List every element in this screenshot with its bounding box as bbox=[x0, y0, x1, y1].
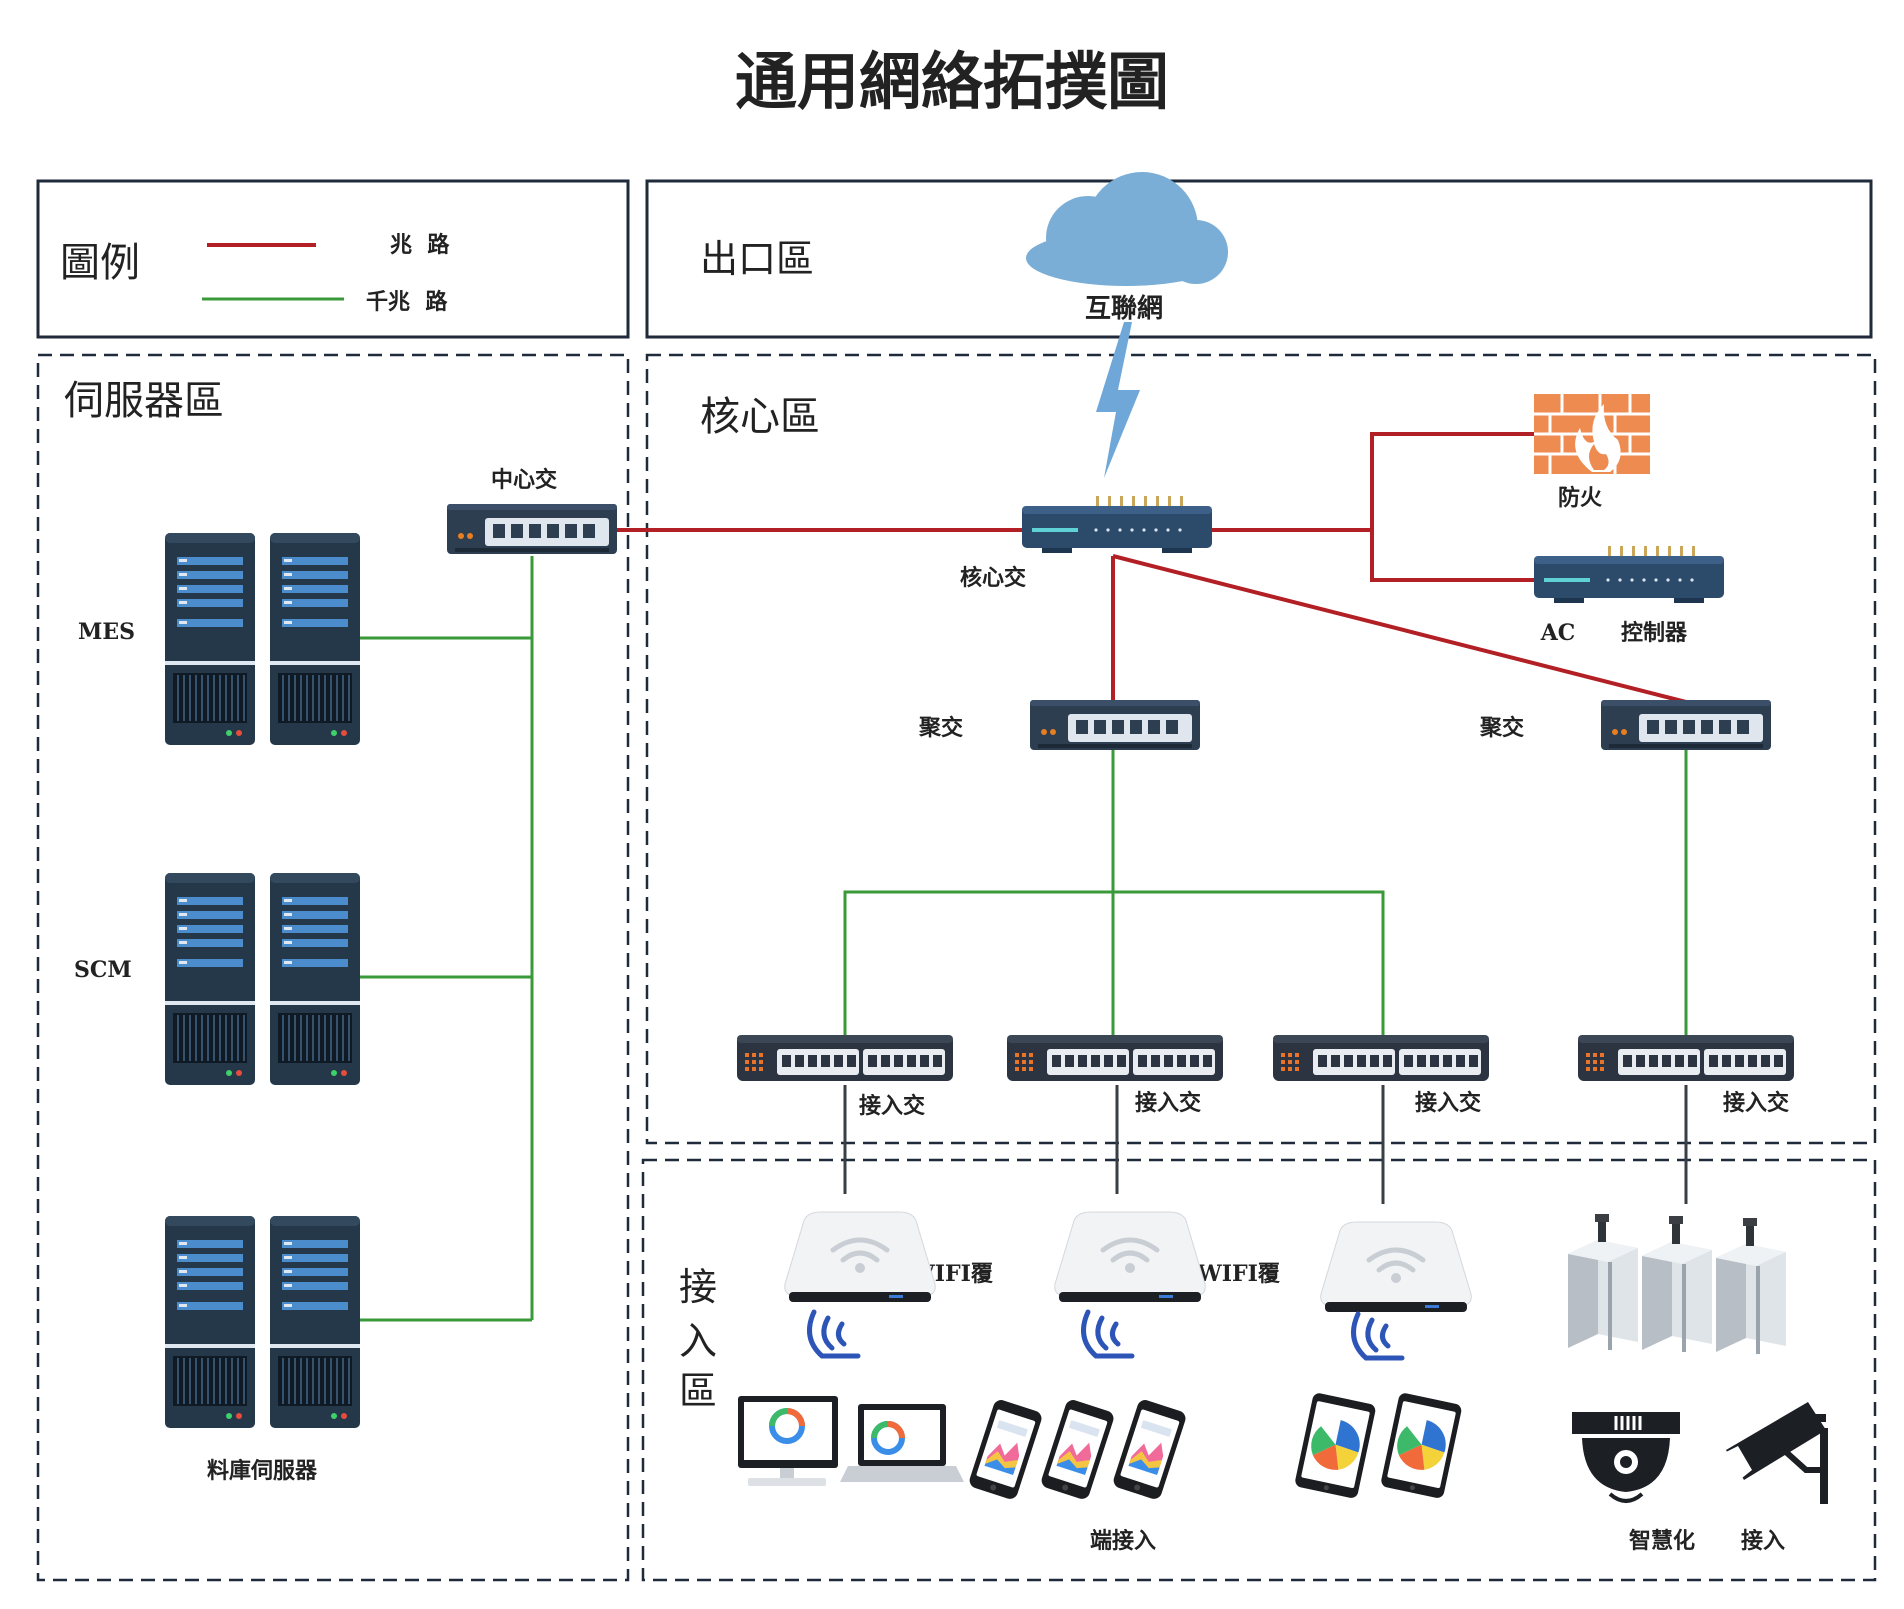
agg-switch-left-icon bbox=[1030, 700, 1200, 750]
access-zone-title-2: 入 bbox=[679, 1319, 717, 1363]
server-zone-box bbox=[36, 353, 630, 1582]
agg-left-label: 聚交 bbox=[918, 715, 963, 741]
access-downlinks bbox=[843, 1085, 1688, 1204]
wifi-signal-icon-1 bbox=[810, 1312, 859, 1356]
server-icon-mes-1 bbox=[164, 532, 256, 746]
access-switch-label-2: 接入交 bbox=[1135, 1090, 1201, 1116]
bullet-camera-icon bbox=[1726, 1402, 1828, 1504]
firewall-label: 防火 bbox=[1558, 485, 1602, 511]
phone-icon-3 bbox=[1111, 1398, 1188, 1501]
cloud-icon bbox=[1026, 172, 1228, 286]
server-label-mes: MES bbox=[78, 619, 135, 645]
legend-red-label: 兆 路 bbox=[390, 232, 450, 258]
server-icon-mes-2 bbox=[269, 532, 361, 746]
tablet-icon-2 bbox=[1380, 1392, 1463, 1500]
server-label-scm: SCM bbox=[74, 957, 132, 983]
dome-camera-icon bbox=[1572, 1412, 1680, 1503]
wifi-signal-icon-3 bbox=[1354, 1314, 1403, 1358]
page-title: 通用網絡拓撲圖 bbox=[735, 45, 1169, 118]
security-gate-icon-1 bbox=[1568, 1214, 1638, 1350]
access-switch-icon-2 bbox=[1007, 1035, 1223, 1081]
core-switch-icon bbox=[1022, 496, 1212, 553]
security-gate-icon-3 bbox=[1716, 1218, 1786, 1354]
access-zone-box bbox=[641, 1158, 1877, 1582]
internet-label: 互聯網 bbox=[1085, 293, 1163, 324]
phone-icon-2 bbox=[1039, 1398, 1116, 1501]
controller-label: 控制器 bbox=[1621, 620, 1688, 646]
wifi-ap-icon-2 bbox=[1055, 1212, 1206, 1302]
server-icon-storage-2 bbox=[269, 1215, 361, 1429]
security-gate-icon-2 bbox=[1642, 1216, 1712, 1352]
core-zone-title: 核心區 bbox=[700, 394, 820, 440]
server-label-storage: 料庫伺服器 bbox=[207, 1458, 318, 1484]
access-switch-label-1: 接入交 bbox=[859, 1093, 925, 1119]
access-zone-title-1: 接 bbox=[679, 1265, 717, 1309]
center-switch-label: 中心交 bbox=[491, 467, 557, 493]
wifi-label-mid: WIFI覆 bbox=[1196, 1261, 1281, 1287]
legend-box bbox=[36, 179, 630, 339]
legend-green-label: 千兆 路 bbox=[366, 289, 448, 315]
access-switch-label-4: 接入交 bbox=[1723, 1090, 1789, 1116]
agg-switch-right-icon bbox=[1601, 700, 1771, 750]
core-zone-box bbox=[645, 353, 1877, 1145]
gigabit-links bbox=[614, 432, 1687, 704]
access-switch-icon-1 bbox=[737, 1035, 953, 1081]
exit-zone-title: 出口區 bbox=[700, 237, 814, 281]
wifi-ap-icon-3 bbox=[1321, 1222, 1472, 1312]
access-zone-title-3: 區 bbox=[679, 1369, 717, 1413]
ac-label: AC bbox=[1540, 620, 1576, 646]
laptop-icon bbox=[840, 1404, 964, 1482]
legend-title: 圖例 bbox=[60, 240, 140, 286]
access-switch-icon-4 bbox=[1578, 1035, 1794, 1081]
wifi-signal-icon-2 bbox=[1084, 1312, 1133, 1356]
smart-label: 智慧化 bbox=[1629, 1528, 1695, 1554]
exit-zone-box bbox=[645, 179, 1873, 339]
server-icon-storage-1 bbox=[164, 1215, 256, 1429]
ac-controller-icon bbox=[1534, 546, 1724, 603]
server-icon-scm-2 bbox=[269, 872, 361, 1086]
center-switch-icon bbox=[447, 504, 617, 554]
desktop-icon bbox=[738, 1396, 838, 1486]
firewall-icon bbox=[1534, 394, 1650, 474]
server-zone-title: 伺服器區 bbox=[64, 378, 224, 424]
server-icon-scm-1 bbox=[164, 872, 256, 1086]
agg-right-label: 聚交 bbox=[1479, 715, 1524, 741]
lightning-icon bbox=[1096, 322, 1140, 478]
core-switch-label: 核心交 bbox=[960, 565, 1026, 591]
hundred-meg-links bbox=[356, 556, 1688, 1322]
wifi-ap-icon-1 bbox=[785, 1212, 936, 1302]
smart-access-label: 接入 bbox=[1741, 1528, 1785, 1554]
terminal-label: 端接入 bbox=[1090, 1528, 1156, 1554]
phone-icon-1 bbox=[967, 1398, 1044, 1501]
access-switch-icon-3 bbox=[1273, 1035, 1489, 1081]
access-switch-label-3: 接入交 bbox=[1415, 1090, 1481, 1116]
tablet-icon-1 bbox=[1294, 1392, 1377, 1500]
